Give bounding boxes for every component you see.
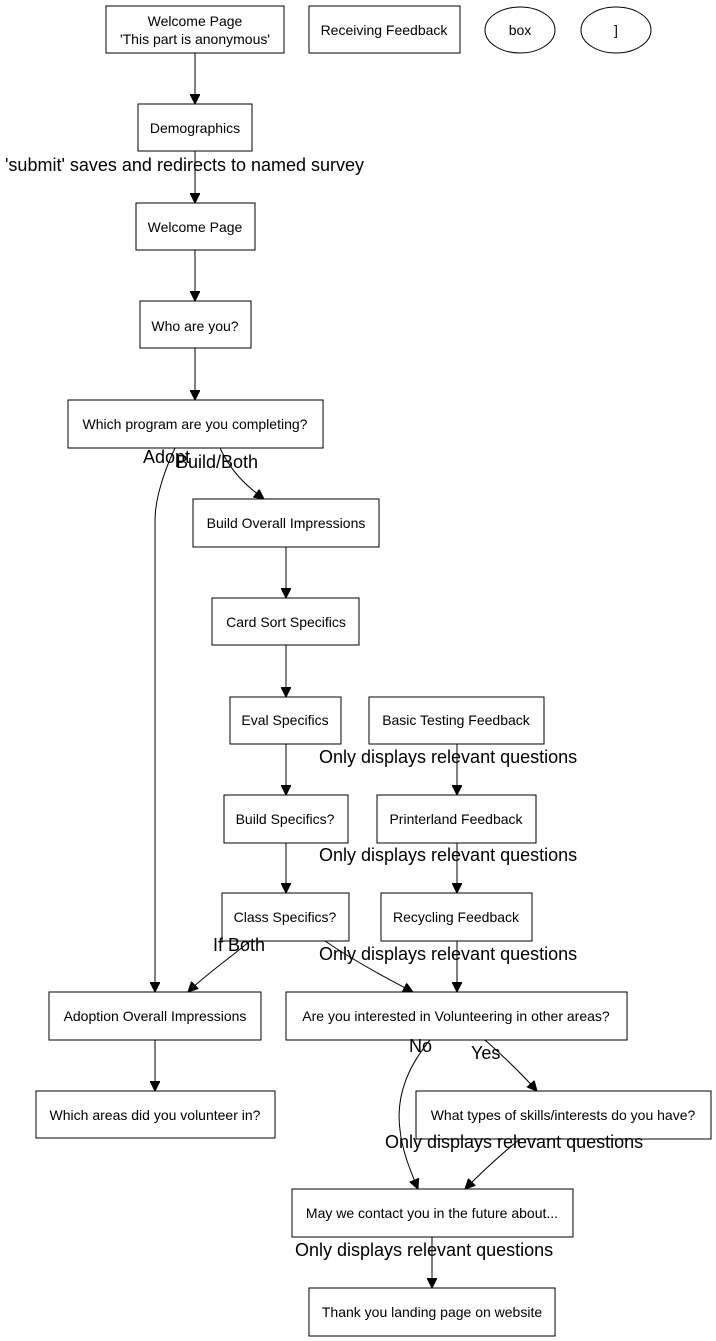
node-label: Are you interested in Volunteering in ot… bbox=[302, 1008, 610, 1024]
node-label: Eval Specifics bbox=[241, 712, 328, 728]
node-box-ellipse: box bbox=[484, 6, 556, 54]
node-welcome-page-anonymous: Welcome Page 'This part is anonymous' bbox=[105, 5, 285, 54]
edge-label-only-relevant-4: Only displays relevant questions bbox=[385, 1132, 643, 1152]
node-label: Who are you? bbox=[151, 318, 238, 334]
node-label: Which areas did you volunteer in? bbox=[50, 1107, 261, 1123]
node-label: Which program are you completing? bbox=[83, 416, 308, 432]
node-thank-you-landing: Thank you landing page on website bbox=[308, 1287, 556, 1337]
node-label: Demographics bbox=[150, 120, 240, 136]
node-receiving-feedback: Receiving Feedback bbox=[308, 5, 461, 54]
node-class-specifics: Class Specifics? bbox=[221, 892, 350, 942]
node-label: Welcome Page bbox=[148, 219, 243, 235]
node-printerland-feedback: Printerland Feedback bbox=[376, 794, 537, 844]
node-label: Recycling Feedback bbox=[393, 909, 520, 925]
edge-label-only-relevant-2: Only displays relevant questions bbox=[319, 845, 577, 865]
node-basic-testing-feedback: Basic Testing Feedback bbox=[368, 696, 545, 745]
edge-label-build-both: Build/Both bbox=[176, 452, 258, 472]
node-which-program: Which program are you completing? bbox=[67, 399, 324, 449]
edge-label-only-relevant-3: Only displays relevant questions bbox=[319, 944, 577, 964]
node-label: box bbox=[509, 22, 532, 38]
node-which-areas-volunteer: Which areas did you volunteer in? bbox=[35, 1090, 276, 1139]
node-label: Build Specifics? bbox=[236, 811, 335, 827]
node-label: Class Specifics? bbox=[234, 909, 337, 925]
node-card-sort-specifics: Card Sort Specifics bbox=[211, 597, 360, 646]
node-label: Card Sort Specifics bbox=[226, 614, 346, 630]
node-who-are-you: Who are you? bbox=[139, 300, 252, 349]
edge-which-program-to-build-overall bbox=[219, 447, 264, 499]
edge-label-adopt: Adopt bbox=[143, 447, 190, 467]
node-demographics: Demographics bbox=[137, 103, 253, 152]
node-label: Thank you landing page on website bbox=[322, 1304, 542, 1320]
node-build-overall-impressions: Build Overall Impressions bbox=[192, 498, 380, 548]
edge-class-specifics-to-volunteering bbox=[324, 940, 413, 992]
edge-volunteering-to-may-contact bbox=[398, 1039, 431, 1189]
node-bracket-ellipse: ] bbox=[580, 6, 652, 54]
node-label: Build Overall Impressions bbox=[207, 515, 366, 531]
edge-skills-to-may-contact bbox=[465, 1138, 521, 1189]
node-label: Printerland Feedback bbox=[389, 811, 523, 827]
edge-label-if-both: If Both bbox=[213, 935, 265, 955]
node-build-specifics: Build Specifics? bbox=[223, 794, 349, 844]
node-label: Welcome Page bbox=[148, 13, 243, 29]
node-label: 'This part is anonymous' bbox=[120, 31, 270, 47]
node-recycling-feedback: Recycling Feedback bbox=[380, 892, 533, 942]
node-may-we-contact: May we contact you in the future about..… bbox=[291, 1188, 574, 1238]
node-label: ] bbox=[614, 22, 618, 38]
edge-label-submit-saves: 'submit' saves and redirects to named su… bbox=[5, 155, 364, 175]
node-eval-specifics: Eval Specifics bbox=[229, 696, 342, 745]
edge-class-specifics-to-adoption bbox=[188, 940, 251, 992]
node-label: May we contact you in the future about..… bbox=[306, 1205, 558, 1221]
edge-label-only-relevant-5: Only displays relevant questions bbox=[295, 1240, 553, 1260]
node-welcome-page: Welcome Page bbox=[135, 202, 256, 251]
node-skills-interests: What types of skills/interests do you ha… bbox=[415, 1090, 712, 1140]
node-label: Adoption Overall Impressions bbox=[64, 1008, 247, 1024]
edge-volunteering-to-skills bbox=[484, 1039, 537, 1091]
node-label: What types of skills/interests do you ha… bbox=[431, 1107, 696, 1123]
edge-label-no: No bbox=[409, 1036, 432, 1056]
edge-label-yes: Yes bbox=[471, 1043, 500, 1063]
node-adoption-overall-impressions: Adoption Overall Impressions bbox=[48, 991, 262, 1041]
node-label: Receiving Feedback bbox=[321, 22, 449, 38]
node-label: Basic Testing Feedback bbox=[382, 712, 531, 728]
edge-label-only-relevant-1: Only displays relevant questions bbox=[319, 747, 577, 767]
node-volunteering-other-areas: Are you interested in Volunteering in ot… bbox=[285, 991, 628, 1041]
edge-which-program-to-adoption bbox=[155, 447, 176, 992]
